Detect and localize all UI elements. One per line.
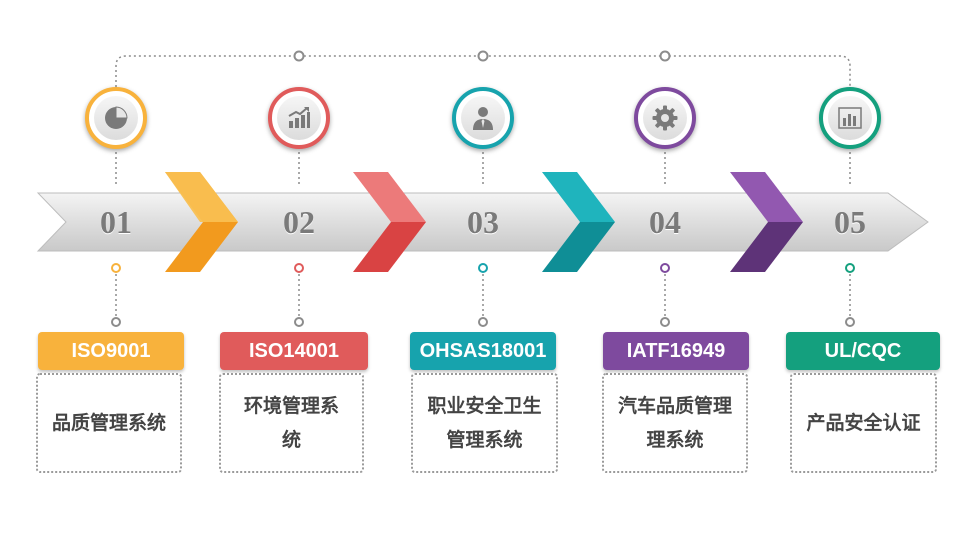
step-card-5: 产品安全认证 [790,373,937,473]
tag-stem-dot [478,317,488,327]
chevron-purple [730,172,803,272]
step-dot [845,263,855,273]
step-number-3: 03 [467,204,499,240]
step-dot [478,263,488,273]
step-icon-circle-4 [634,87,696,149]
step-number-4: 04 [649,204,681,240]
top-connector-line [115,55,851,87]
timeline-arrow [36,192,929,252]
step-tag-1: ISO9001 [38,332,184,370]
step-card-2: 环境管理系统 [219,373,364,473]
tag-stem-dot [294,317,304,327]
step-tag-4: IATF16949 [603,332,749,370]
step-number-2: 02 [283,204,315,240]
tag-stem-dot [845,317,855,327]
chevron-teal [542,172,615,272]
chevron-red [353,172,426,272]
step-icon-circle-2 [268,87,330,149]
top-connector-dot [477,50,489,62]
step-icon-circle-3 [452,87,514,149]
step-dot [294,263,304,273]
step-tag-3: OHSAS18001 [410,332,556,370]
tag-stem-dot [660,317,670,327]
step-number-1: 01 [100,204,132,240]
top-connector-dot [659,50,671,62]
tag-stem-dot [111,317,121,327]
step-tag-2: ISO14001 [220,332,368,370]
pie-chart-icon [105,106,128,129]
step-description-1: 品质管理系统 [52,412,167,434]
step-card-4: 汽车品质管理理系统 [602,373,748,473]
chevron-orange [165,172,238,272]
gear-icon [652,105,678,131]
step-number-5: 05 [834,204,866,240]
step-description-4: 汽车品质管理理系统 [618,395,733,451]
step-description-3: 职业安全卫生管理系统 [427,395,542,451]
step-description-2: 环境管理系统 [243,395,339,451]
bar-chart-icon [838,107,862,129]
step-tag-5: UL/CQC [786,332,940,370]
top-connector-dot [293,50,305,62]
growth-chart-icon [288,107,310,128]
step-card-3: 职业安全卫生管理系统 [411,373,558,473]
businessman-icon [473,107,493,130]
step-description-5: 产品安全认证 [806,412,921,434]
step-icon-circle-5 [819,87,881,149]
step-icon-circle-1 [85,87,147,149]
step-card-1: 品质管理系统 [36,373,182,473]
step-dot [111,263,121,273]
step-dot [660,263,670,273]
